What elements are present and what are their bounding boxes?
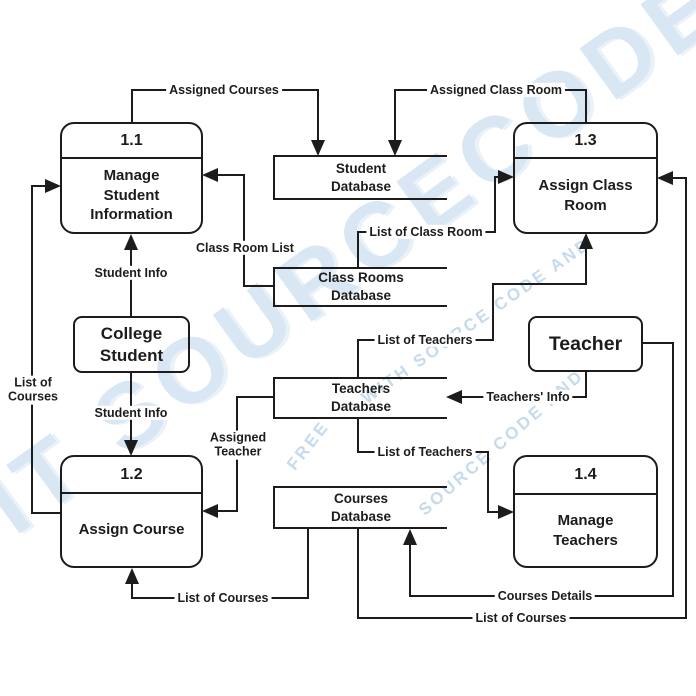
flow-list-of-teachers-to-1-3 [357,233,593,377]
flow-list-of-courses-to-1-3 [357,171,687,619]
flow-courses-details [403,342,674,597]
flow-class-room-list [202,168,273,287]
flow-assigned-courses [131,89,325,156]
flow-list-of-class-room [357,170,514,267]
flow-teachers-info [446,372,587,404]
flow-list-of-courses-to-1-2 [125,529,309,599]
flow-list-of-courses-to-1-1 [31,179,61,514]
flow-assigned-teacher [202,396,273,518]
flow-list-of-teachers-to-1-4 [357,419,514,519]
flow-assigned-class-room [388,89,587,156]
